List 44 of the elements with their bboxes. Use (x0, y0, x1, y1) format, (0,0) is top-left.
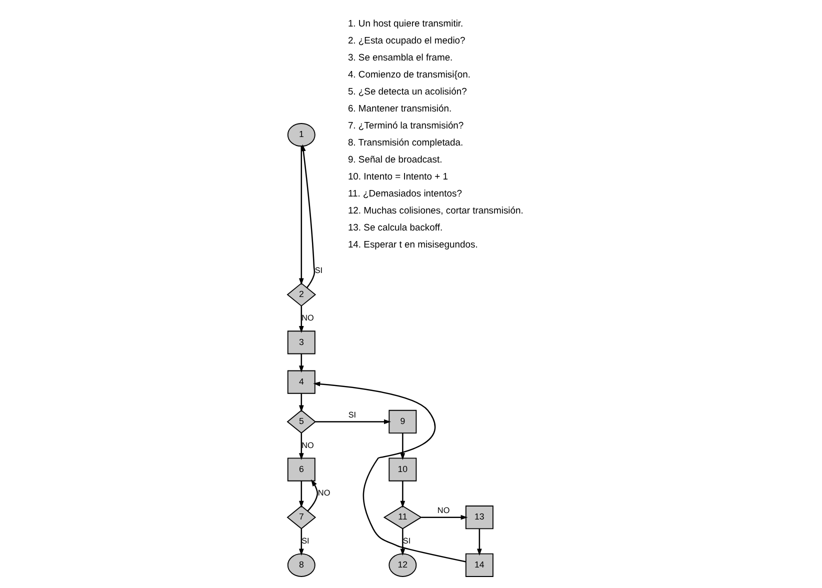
node-diamond: 11 (383, 505, 422, 530)
node-box: 3 (287, 330, 316, 354)
label: 8. Transmisión completada. (348, 136, 464, 148)
arrow (298, 146, 304, 286)
node-box: 6 (287, 458, 316, 482)
label: 10. Intento = Intento + 1 (348, 170, 448, 182)
label: 9. Señal de broadcast. (348, 154, 442, 165)
label: 7. ¿Terminó la transmisión? (348, 120, 464, 131)
node-box: 4 (287, 370, 316, 394)
node-diamond: 7 (286, 505, 316, 530)
label: 2. ¿Esta ocupado el medio? (348, 34, 466, 46)
arrow (313, 382, 466, 562)
arrow (400, 480, 406, 508)
node-box: 13 (465, 506, 494, 530)
node-box: 14 (465, 553, 494, 577)
arrow (300, 144, 316, 288)
arrow (298, 354, 304, 373)
label: 12. Muchas colisiones, cortar transmisión. (348, 204, 524, 216)
label: 4. Comienzo de transmisi{on. (348, 68, 470, 80)
arrow (421, 514, 468, 520)
node-box: 10 (388, 458, 417, 482)
arrow (477, 528, 482, 556)
arrow (400, 433, 406, 460)
arrow (400, 528, 406, 556)
label: 11. ¿Demasiados intentos? (348, 187, 462, 198)
arrow (298, 528, 304, 556)
arrow (315, 419, 391, 424)
label: 3. Se ensambla el frame. (348, 52, 453, 63)
node-box: 9 (388, 410, 417, 434)
node-diamond: 2 (286, 282, 316, 307)
node-ellipse: 1 (287, 123, 316, 147)
arrow (298, 306, 304, 333)
label: 6. Mantener transmisión. (348, 102, 452, 114)
arrow (298, 394, 304, 412)
label: 1. Un host quiere transmitir. (348, 18, 464, 29)
node-ellipse: 12 (388, 553, 417, 577)
arrow (298, 433, 304, 460)
node-diamond: 5 (286, 410, 316, 434)
label: 5. ¿Se detecta un acolisión? (348, 86, 467, 97)
arrow (307, 479, 318, 512)
label: 13. Se calcula backoff. (348, 221, 443, 232)
node-ellipse: 8 (287, 553, 316, 577)
arrow (298, 480, 304, 508)
label: 14. Esperar t en misisegundos. (348, 238, 478, 250)
